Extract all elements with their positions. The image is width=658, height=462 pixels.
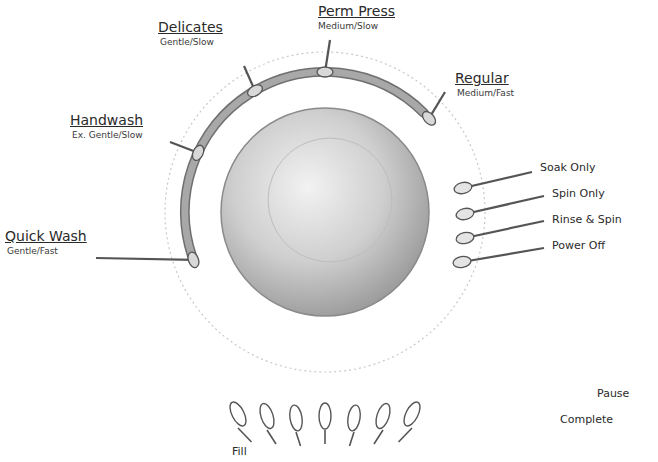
option-label: Power Off [552,240,605,252]
timer-paddle [288,404,304,432]
timer-paddle [373,402,392,430]
timer-stem [324,430,326,444]
dial-outline [165,52,485,372]
selector-pointer [186,251,201,269]
knob-center [268,138,392,262]
option-leader [463,172,532,188]
speed-label: Medium/Slow [318,22,378,32]
option-label: Complete [560,414,613,426]
option-label: Soak Only [540,162,596,174]
selector-pointer [420,109,438,128]
cycle-label: Delicates [158,20,223,35]
cycle-label: Regular [455,71,509,86]
cycle-label: Perm Press [318,4,395,19]
option-label: Rinse & Spin [552,214,622,226]
option-leader [465,221,544,238]
cycle-label: Handwash [70,113,143,128]
timer-stem [399,428,413,442]
selector-pointer [317,67,333,77]
option-pointer [452,255,472,269]
speed-label: Medium/Fast [457,89,514,99]
timer-paddle [401,400,423,429]
cycle-band [185,72,424,260]
option-label: Pause [597,388,629,400]
timer-stem [350,432,355,446]
selector-leader [96,258,193,260]
timer-stem [374,430,383,444]
option-label: Fill [232,446,247,458]
timer-paddle [319,403,331,429]
option-label: Spin Only [552,188,605,200]
selector-pointer [190,143,206,162]
dial-knob [221,108,429,316]
option-pointer [453,181,473,196]
timer-paddle [227,400,249,429]
cycle-label: Quick Wash [5,229,87,244]
speed-label: Gentle/Fast [7,247,58,257]
timer-stem [267,430,276,444]
speed-label: Gentle/Slow [160,38,214,48]
option-leader [465,196,544,214]
option-pointer [455,207,475,222]
option-leader [462,248,544,262]
timer-paddle [257,402,276,430]
selector-pointer [246,82,265,99]
speed-label: Ex. Gentle/Slow [72,131,143,141]
option-pointer [455,231,475,246]
cycle-band-edge [185,72,424,260]
timer-paddle [346,404,362,432]
timer-stem [238,428,252,442]
timer-stem [296,432,301,446]
